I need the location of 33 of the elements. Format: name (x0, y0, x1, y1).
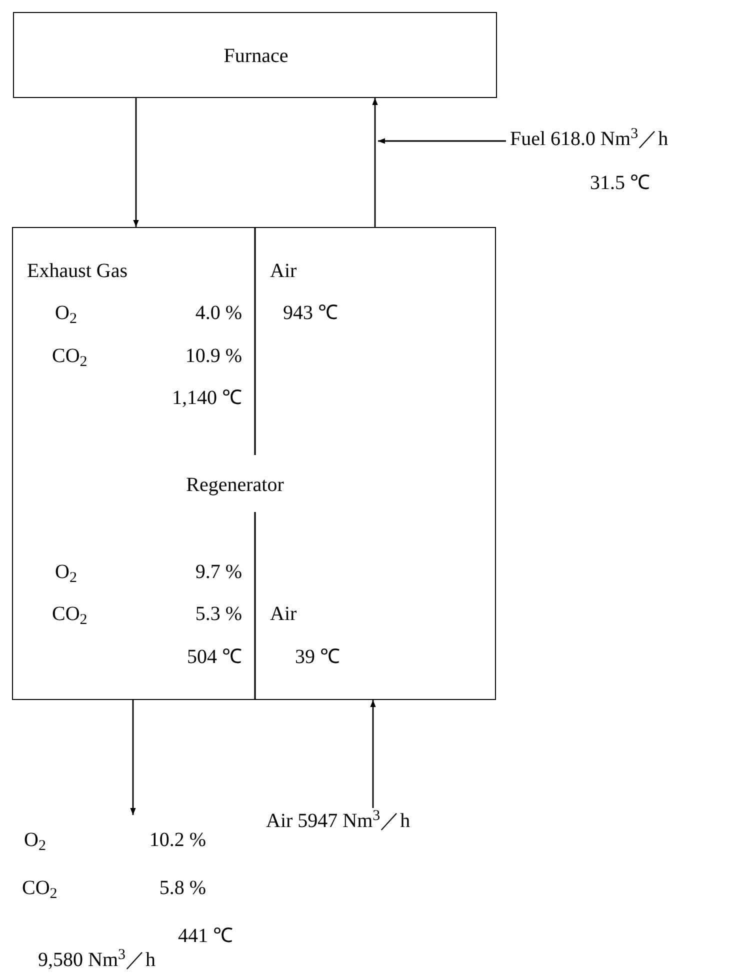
stream-value: 4.0 % (194, 301, 242, 326)
stream-value: 10.9 % (184, 344, 242, 369)
flow-value: 9,580 Nm$^{3}$／h (38, 947, 156, 973)
stream-value: 5.3 % (194, 602, 242, 627)
stream-value: CO$_{2}$ (52, 344, 88, 369)
stream-value: 1,140 ℃ (171, 386, 242, 411)
stream-value: Air (270, 259, 297, 284)
stream-value: O$_{2}$ (55, 560, 77, 585)
stream-value: O$_{2}$ (55, 301, 77, 326)
flow-value: 31.5 ℃ (590, 171, 650, 196)
furnace-box (13, 12, 497, 98)
flow-value: O$_{2}$ (24, 828, 46, 853)
stream-value: 943 ℃ (283, 301, 338, 326)
flow-value: Fuel 618.0 Nm$^{3}$／h (510, 126, 668, 152)
stream-value: 504 ℃ (186, 645, 242, 670)
stream-value: 9.7 % (194, 560, 242, 585)
flow-value: 10.2 % (148, 828, 206, 853)
flow-value: CO$_{2}$ (22, 876, 58, 901)
flow-value: 5.8 % (158, 876, 206, 901)
flow-value: Air 5947 Nm$^{3}$／h (266, 808, 410, 834)
stream-value: CO$_{2}$ (52, 602, 88, 627)
arrow (370, 700, 376, 808)
stream-value: Exhaust Gas (27, 259, 128, 284)
stream-value: Air (270, 602, 297, 627)
arrow (378, 138, 506, 144)
stream-value: 39 ℃ (295, 645, 340, 670)
box-title: Regenerator (185, 473, 285, 498)
arrow (133, 98, 139, 227)
flow-value: 441 ℃ (177, 924, 233, 949)
box-title: Furnace (222, 44, 290, 69)
arrow (372, 98, 378, 227)
arrow (130, 700, 136, 815)
regenerator-box (12, 227, 496, 700)
